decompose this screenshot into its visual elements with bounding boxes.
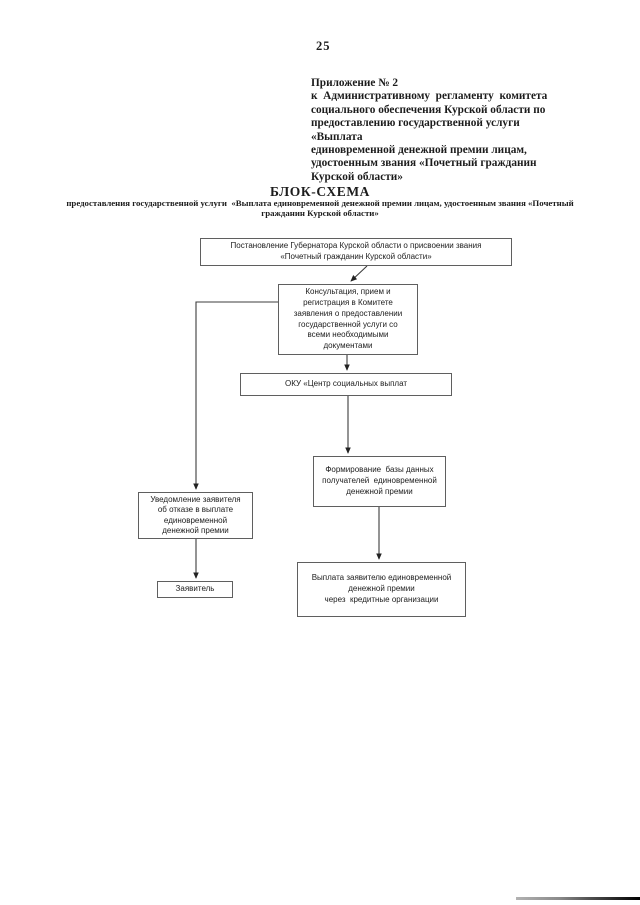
flow-node-oku-center: ОКУ «Центр социальных выплат [240, 373, 452, 396]
doc-title: БЛОК-СХЕМА [269, 184, 371, 199]
doc-subtitle: предоставления государственной услуги «В… [66, 198, 574, 218]
appendix-note: Приложение № 2 к Административному регла… [311, 77, 548, 183]
flow-node-consultation: Консультация, прием и регистрация в Коми… [278, 284, 418, 355]
page-number: 25 [316, 39, 331, 53]
flow-node-refusal-notice: Уведомление заявителя об отказе в выплат… [138, 492, 253, 539]
flow-node-payment: Выплата заявителю единовременной денежно… [297, 562, 466, 617]
connector-resolution-to-consultation [350, 265, 368, 282]
flow-node-resolution: Постановление Губернатора Курской област… [200, 238, 512, 266]
flow-node-database: Формирование базы данных получателей еди… [313, 456, 446, 507]
flow-node-applicant: Заявитель [157, 581, 233, 598]
scan-artifact-line [516, 897, 640, 900]
